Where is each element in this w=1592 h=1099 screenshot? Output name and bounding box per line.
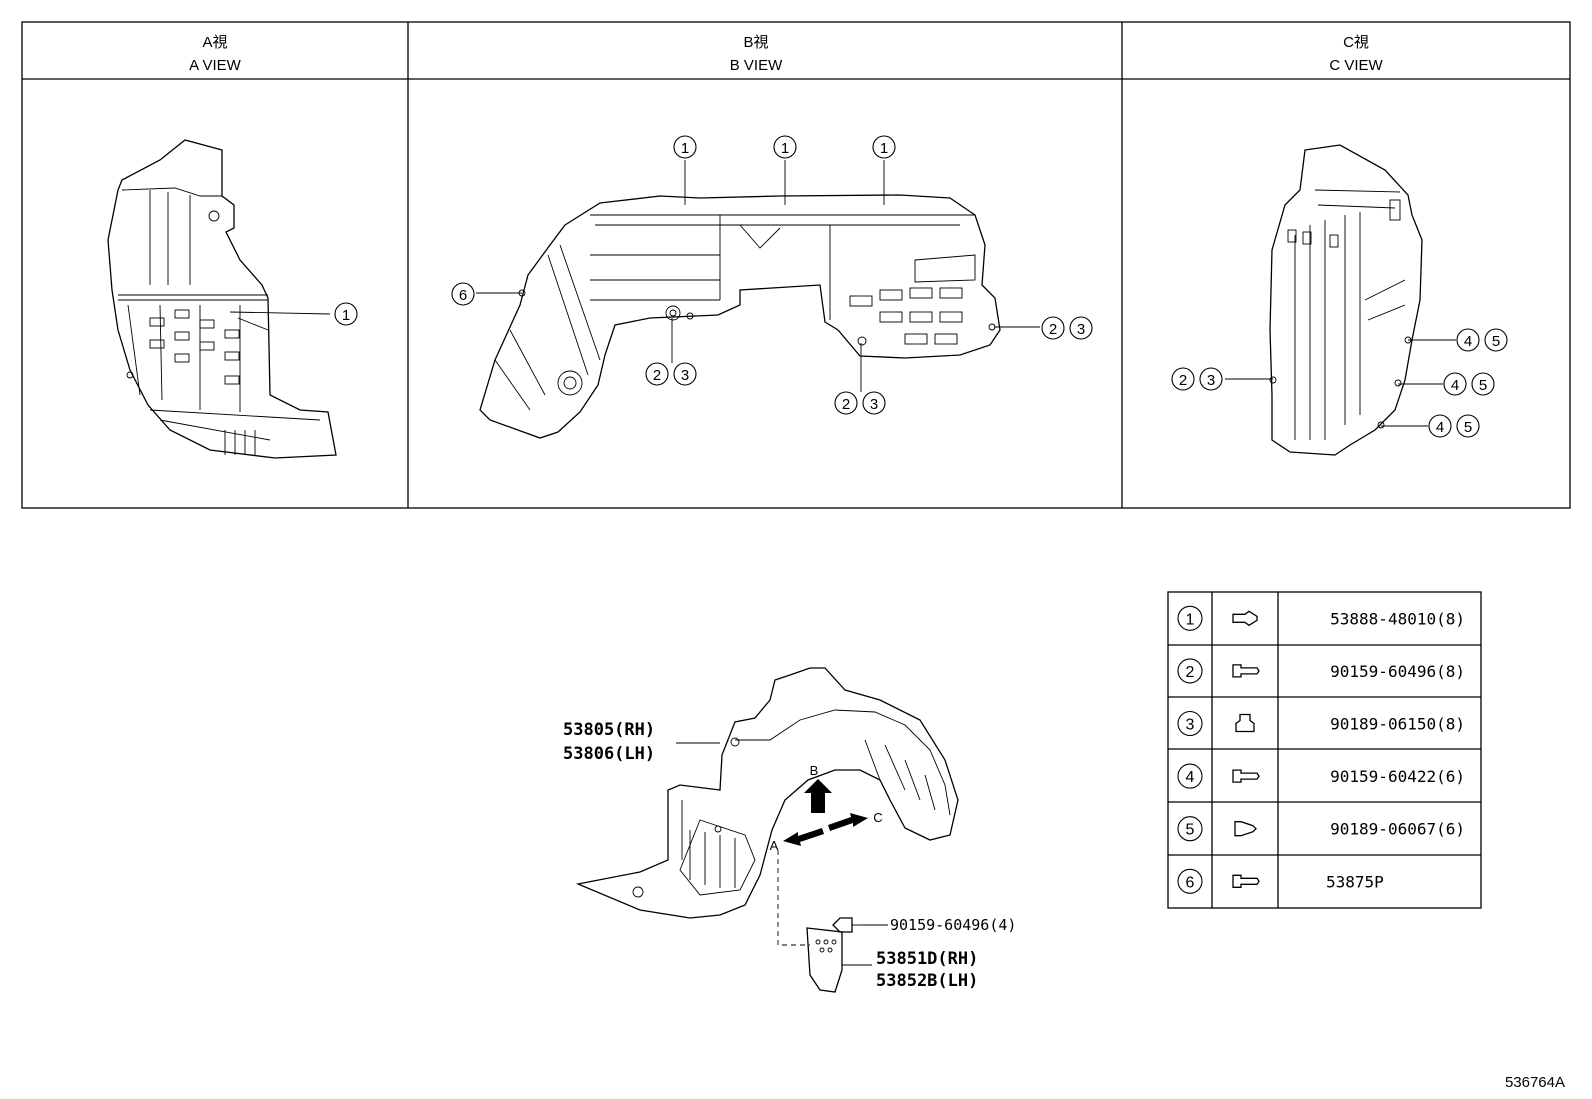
row-number-circle [1177,763,1203,789]
row-part-number: 90189-06067(6) [1330,820,1465,839]
nut-icon [1235,713,1255,733]
row-number: 6 [1186,874,1195,891]
arrow-c-label: C [873,810,882,825]
view-b-title-jp: B視 [743,34,768,51]
mudguard-lh-number: 53852B(LH) [876,971,978,991]
parts-table [1167,591,1482,909]
row-number: 4 [1186,769,1195,786]
callout-2-3: 2 3 [1041,316,1093,340]
callout-number: 3 [1207,372,1215,389]
callout-number: 5 [1492,333,1500,350]
callout-number: 3 [1077,321,1085,338]
screw-icon [1232,769,1260,783]
arrow-c-icon [828,813,868,831]
callout-number: 2 [1179,372,1187,389]
row-number-circle [1177,868,1203,894]
view-b-callouts: 1 1 1 6 2 3 2 3 2 3 [451,135,1093,415]
view-frame [21,21,1571,509]
callout-number: 2 [653,367,661,384]
screw-icon [1232,664,1260,678]
screw-part-number: 90159-60496(4) [890,916,1016,934]
callout-number: 5 [1479,377,1487,394]
clip-icon [1232,610,1258,627]
view-header-b: B視 B VIEW [730,34,783,74]
view-a-title-jp: A視 [202,34,227,51]
callout-4-5: 4 5 [1443,372,1495,396]
view-b-title-en: B VIEW [730,57,783,74]
parts-table-row: 6 53875P [1177,868,1384,894]
parts-table-row: 1 53888-48010(8) [1177,605,1465,631]
row-number: 5 [1186,822,1195,839]
callout-6: 6 [451,282,475,306]
callout-2-3: 2 3 [834,391,886,415]
view-c-callouts: 2 3 4 5 4 5 4 5 [1171,328,1508,438]
parts-table-rows: 1 53888-48010(8) 2 90159-60496(8) 3 90189-061… [1177,605,1465,894]
parts-table-row: 5 90189-06067(6) [1177,816,1465,842]
arrow-a-icon [783,828,824,846]
arrow-a-label: A [770,838,779,853]
row-number: 1 [1186,611,1195,628]
callout-1: 1 [872,135,896,159]
callout-number: 2 [1049,321,1057,338]
view-a-drawing [107,139,337,459]
callout-2-3: 2 3 [645,362,697,386]
row-part-number: 90159-60496(8) [1330,662,1465,681]
view-c-drawing [1225,144,1456,456]
view-b-drawing [476,160,1040,439]
callout-number: 5 [1464,419,1472,436]
callout-2-3: 2 3 [1171,367,1223,391]
row-number-circle [1177,605,1203,631]
row-number-circle [1177,710,1203,737]
view-c-title-jp: C視 [1343,34,1369,51]
callout-number: 3 [681,367,689,384]
view-c-title-en: C VIEW [1329,57,1383,74]
view-header-c: C視 C VIEW [1329,34,1383,74]
view-a-title-en: A VIEW [189,57,242,74]
row-number-circle [1177,658,1203,684]
callout-number: 1 [342,307,350,324]
callout-number: 4 [1451,377,1459,394]
callout-number: 2 [842,396,850,413]
row-number: 2 [1186,664,1195,681]
callout-1: 1 [773,135,797,159]
view-header-a: A視 A VIEW [189,34,242,74]
row-number: 3 [1186,717,1195,734]
callout-number: 1 [880,140,888,157]
parts-table-row: 4 90159-60422(6) [1177,763,1465,789]
callout-number: 3 [870,396,878,413]
fender-liner-drawing [575,667,959,993]
arrow-b-label: B [810,763,819,778]
callout-number: 1 [781,140,789,157]
liner-rh-number: 53805(RH) [563,720,655,740]
push-clip-icon [1234,821,1257,837]
row-part-number: 53888-48010(8) [1330,609,1465,628]
row-part-number: 90159-60422(6) [1330,767,1465,786]
liner-part-label: 53805(RH) 53806(LH) [563,720,655,764]
parts-table-row: 2 90159-60496(8) [1177,658,1465,684]
arrow-b-icon [804,779,832,813]
callout-number: 6 [459,287,467,304]
screw-icon [1232,874,1260,888]
callout-4-5: 4 5 [1428,414,1480,438]
mudguard-part-label: 53851D(RH) 53852B(LH) [876,949,978,991]
row-number-circle [1177,816,1203,842]
diagram-id: 536764A [1505,1074,1565,1091]
view-a-callout-1: 1 [334,302,358,326]
liner-lh-number: 53806(LH) [563,744,655,764]
mudguard-rh-number: 53851D(RH) [876,949,978,969]
callout-number: 1 [681,140,689,157]
row-part-number: 53875P [1326,872,1384,891]
callout-number: 4 [1436,419,1444,436]
callout-number: 4 [1464,333,1472,350]
callout-1: 1 [673,135,697,159]
row-part-number: 90189-06150(8) [1330,715,1465,734]
parts-table-row: 3 90189-06150(8) [1177,710,1465,737]
callout-4-5: 4 5 [1456,328,1508,352]
